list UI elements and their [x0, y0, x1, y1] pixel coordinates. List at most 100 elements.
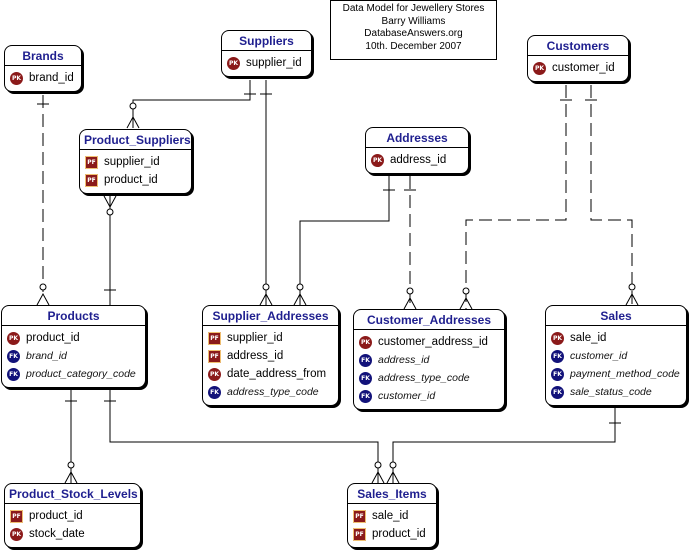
entity-divider — [80, 149, 191, 150]
field-name: product_id — [372, 528, 426, 540]
pk-key-icon: PK — [10, 71, 23, 85]
field-name: supplier_id — [227, 332, 283, 344]
pk-key-icon: PK — [227, 56, 240, 70]
fk-key-icon: FK — [551, 367, 564, 381]
field-row[interactable]: FK customer_id — [551, 347, 680, 365]
pf-key-icon: PF — [10, 509, 23, 523]
pk-key-icon: PK — [10, 527, 23, 541]
field-row[interactable]: PF sale_id — [353, 507, 430, 525]
entity-divider — [528, 55, 628, 56]
pk-key-icon: PK — [208, 367, 221, 381]
entity-title: Customer_Addresses — [366, 313, 492, 327]
field-name: supplier_id — [104, 156, 160, 168]
pf-key-icon: PF — [353, 527, 366, 541]
field-row[interactable]: PK stock_date — [10, 525, 134, 543]
field-name: sale_id — [372, 510, 409, 522]
entity-divider — [348, 503, 436, 504]
entity-divider — [203, 325, 338, 326]
entity-title: Brands — [22, 49, 64, 63]
entity-title: Sales_Items — [357, 487, 427, 501]
field-name: product_id — [104, 174, 158, 186]
note-line: 10th. December 2007 — [365, 40, 462, 52]
entity-divider — [546, 325, 686, 326]
field-name: customer_address_id — [378, 336, 488, 348]
entity-divider — [354, 329, 504, 330]
field-name: payment_method_code — [570, 368, 680, 380]
pf-key-icon: PF — [208, 349, 221, 363]
fk-key-icon: FK — [551, 349, 564, 363]
pk-key-icon: PK — [371, 153, 384, 167]
rel-customers-customeraddresses — [459, 85, 572, 310]
pf-key-icon: PF — [208, 331, 221, 345]
field-row[interactable]: PF supplier_id — [85, 153, 185, 171]
entity-divider — [5, 65, 81, 66]
field-row[interactable]: FK payment_method_code — [551, 365, 680, 383]
field-row[interactable]: PF address_id — [208, 347, 332, 365]
diagram-note: Data Model for Jewellery Stores Barry Wi… — [330, 0, 497, 60]
fk-key-icon: FK — [359, 353, 372, 367]
field-name: address_type_code — [227, 386, 319, 398]
pf-key-icon: PF — [353, 509, 366, 523]
field-name: date_address_from — [227, 368, 327, 380]
entity-title: Addresses — [386, 131, 448, 145]
field-name: product_id — [29, 510, 83, 522]
field-row[interactable]: FK address_type_code — [208, 383, 332, 401]
note-line: DatabaseAnswers.org — [364, 28, 463, 39]
field-name: stock_date — [29, 528, 85, 540]
entity-title: Products — [47, 309, 100, 323]
pf-key-icon: PF — [85, 155, 98, 169]
field-name: address_id — [227, 350, 284, 362]
field-row[interactable]: PK date_address_from — [208, 365, 332, 383]
rel-suppliers-productsuppliers — [126, 80, 256, 129]
field-row[interactable]: PF product_id — [10, 507, 134, 525]
rel-productsuppliers-products — [103, 195, 117, 305]
rel-addresses-supplieraddresses — [293, 176, 395, 306]
entity-divider — [5, 503, 140, 504]
fk-key-icon: FK — [551, 385, 564, 399]
entity-title: Supplier_Addresses — [212, 309, 329, 323]
fk-key-icon: FK — [208, 385, 221, 399]
field-row[interactable]: PF product_id — [353, 525, 430, 543]
rel-customers-sales — [585, 85, 639, 306]
field-row[interactable]: PF supplier_id — [208, 329, 332, 347]
field-name: customer_id — [570, 350, 628, 362]
entity-title: Customers — [546, 39, 610, 53]
rel-brands-products — [36, 95, 50, 306]
entity-title: Sales — [600, 309, 632, 323]
fk-key-icon: FK — [359, 371, 372, 385]
